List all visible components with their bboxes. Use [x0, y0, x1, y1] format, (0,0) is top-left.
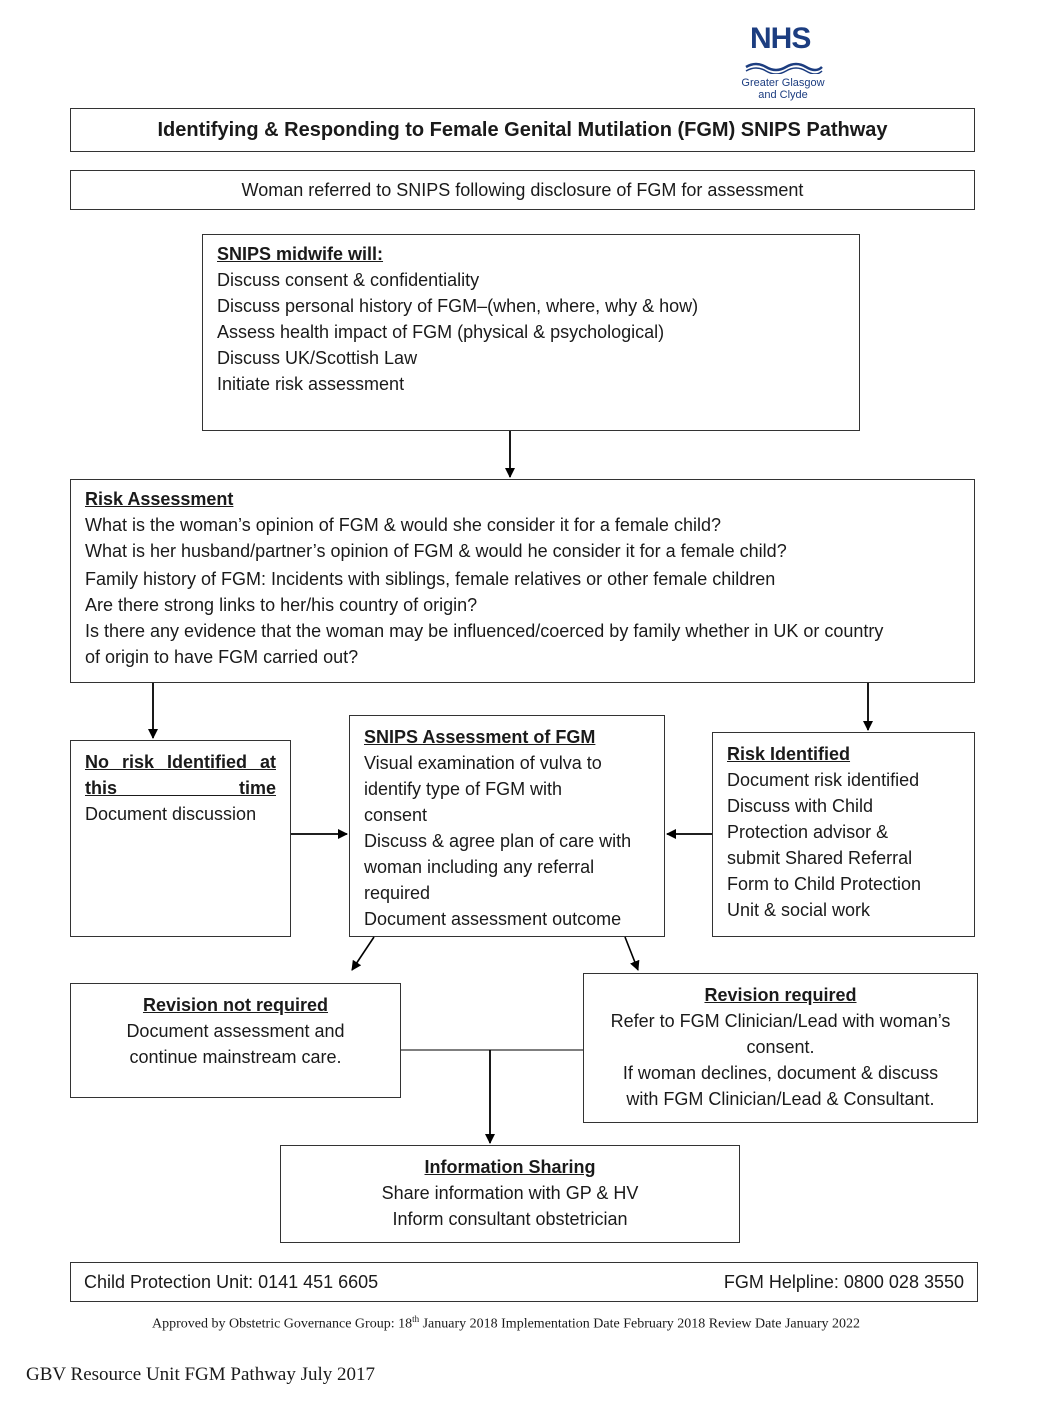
nhs-logo: NHS Greater Glasgow and Clyde: [738, 22, 828, 106]
approval-note: Approved by Obstetric Governance Group: …: [0, 1314, 1012, 1333]
midwife-item: Discuss consent & confidentiality: [217, 270, 480, 290]
revision-required-item: If woman declines, document & discuss: [622, 1063, 939, 1083]
midwife-box: SNIPS midwife will: Discuss consent & co…: [202, 234, 860, 431]
no-risk-heading-line2-text: this time: [85, 778, 276, 798]
revision-required-item: consent.: [746, 1037, 815, 1057]
risk-assessment-item: Are there strong links to her/his countr…: [85, 595, 478, 615]
revision-not-required-item: Document assessment and: [126, 1021, 345, 1041]
midwife-item: Assess health impact of FGM (physical & …: [217, 322, 665, 342]
no-risk-item: Document discussion: [85, 804, 257, 824]
referral-text: Woman referred to SNIPS following disclo…: [241, 180, 804, 200]
snips-assessment-heading: SNIPS Assessment of FGM: [364, 727, 596, 747]
risk-assessment-item: What is the woman’s opinion of FGM & wou…: [85, 515, 721, 535]
revision-required-heading: Revision required: [704, 985, 857, 1005]
revision-not-required-heading: Revision not required: [142, 995, 329, 1015]
risk-assessment-item: Is there any evidence that the woman may…: [85, 621, 884, 641]
risk-assessment-item: What is her husband/partner’s opinion of…: [85, 541, 787, 561]
approval-superscript: th: [412, 1314, 420, 1324]
no-risk-heading-line2: this time: [85, 775, 276, 801]
risk-identified-heading: Risk Identified: [727, 744, 851, 764]
revision-not-required-item: continue mainstream care.: [129, 1047, 342, 1067]
snips-assessment-item: Visual examination of vulva to: [364, 753, 602, 773]
midwife-item: Initiate risk assessment: [217, 374, 405, 394]
midwife-item: Discuss UK/Scottish Law: [217, 348, 418, 368]
snips-assessment-item: required: [364, 883, 431, 903]
contacts-box: Child Protection Unit: 0141 451 6605 FGM…: [70, 1262, 978, 1302]
snips-assessment-item: Document assessment outcome: [364, 909, 622, 929]
nhs-logo-line2: and Clyde: [758, 89, 808, 101]
midwife-heading: SNIPS midwife will:: [217, 244, 384, 264]
approval-suffix: January 2018 Implementation Date Februar…: [419, 1316, 860, 1332]
risk-identified-item: Discuss with Child: [727, 796, 874, 816]
risk-identified-item: Form to Child Protection: [727, 874, 922, 894]
footer-text: GBV Resource Unit FGM Pathway July 2017: [26, 1364, 376, 1385]
risk-identified-item: Unit & social work: [727, 900, 871, 920]
risk-assessment-box: Risk Assessment What is the woman’s opin…: [70, 479, 975, 683]
revision-required-box: Revision required Refer to FGM Clinician…: [583, 973, 978, 1123]
snips-assessment-item: woman including any referral: [364, 857, 595, 877]
fgm-helpline-contact: FGM Helpline: 0800 028 3550: [723, 1272, 964, 1292]
arrow-snips-to-revision-required: [624, 936, 640, 971]
revision-required-item: with FGM Clinician/Lead & Consultant.: [626, 1089, 935, 1109]
midwife-item: Discuss personal history of FGM–(when, w…: [217, 296, 699, 316]
information-sharing-item: Share information with GP & HV: [381, 1183, 639, 1203]
risk-assessment-item: Family history of FGM: Incidents with si…: [85, 569, 776, 589]
risk-identified-item: submit Shared Referral: [727, 848, 913, 868]
snips-assessment-item: identify type of FGM with: [364, 779, 563, 799]
nhs-wave-icon: [745, 62, 823, 74]
information-sharing-item: Inform consultant obstetrician: [392, 1209, 628, 1229]
risk-identified-item: Protection advisor &: [727, 822, 889, 842]
risk-identified-item: Document risk identified: [727, 770, 920, 790]
information-sharing-heading: Information Sharing: [424, 1157, 596, 1177]
risk-identified-box: Risk Identified Document risk identified…: [712, 732, 975, 937]
approval-prefix: Approved by Obstetric Governance Group: …: [152, 1316, 413, 1332]
snips-assessment-box: SNIPS Assessment of FGM Visual examinati…: [349, 715, 665, 937]
nhs-logo-subtitle: Greater Glasgow and Clyde: [738, 77, 828, 101]
nhs-logo-line1: Greater Glasgow: [741, 77, 825, 89]
referral-box: Woman referred to SNIPS following disclo…: [70, 170, 975, 210]
child-protection-contact: Child Protection Unit: 0141 451 6605: [84, 1272, 379, 1292]
nhs-logo-text: NHS: [750, 22, 811, 55]
risk-assessment-item: of origin to have FGM carried out?: [85, 647, 359, 667]
revision-not-required-box: Revision not required Document assessmen…: [70, 983, 401, 1098]
no-risk-heading-line1: No risk Identified at: [85, 752, 276, 772]
title-box: Identifying & Responding to Female Genit…: [70, 108, 975, 152]
revision-required-item: Refer to FGM Clinician/Lead with woman’s: [610, 1011, 951, 1031]
risk-assessment-heading: Risk Assessment: [85, 489, 234, 509]
page-title: Identifying & Responding to Female Genit…: [157, 119, 888, 141]
snips-assessment-item: Discuss & agree plan of care with: [364, 831, 632, 851]
no-risk-box: No risk Identified at this time Document…: [70, 740, 291, 937]
snips-assessment-item: consent: [364, 805, 428, 825]
arrow-snips-to-revision-not-required: [351, 936, 375, 971]
information-sharing-box: Information Sharing Share information wi…: [280, 1145, 740, 1243]
